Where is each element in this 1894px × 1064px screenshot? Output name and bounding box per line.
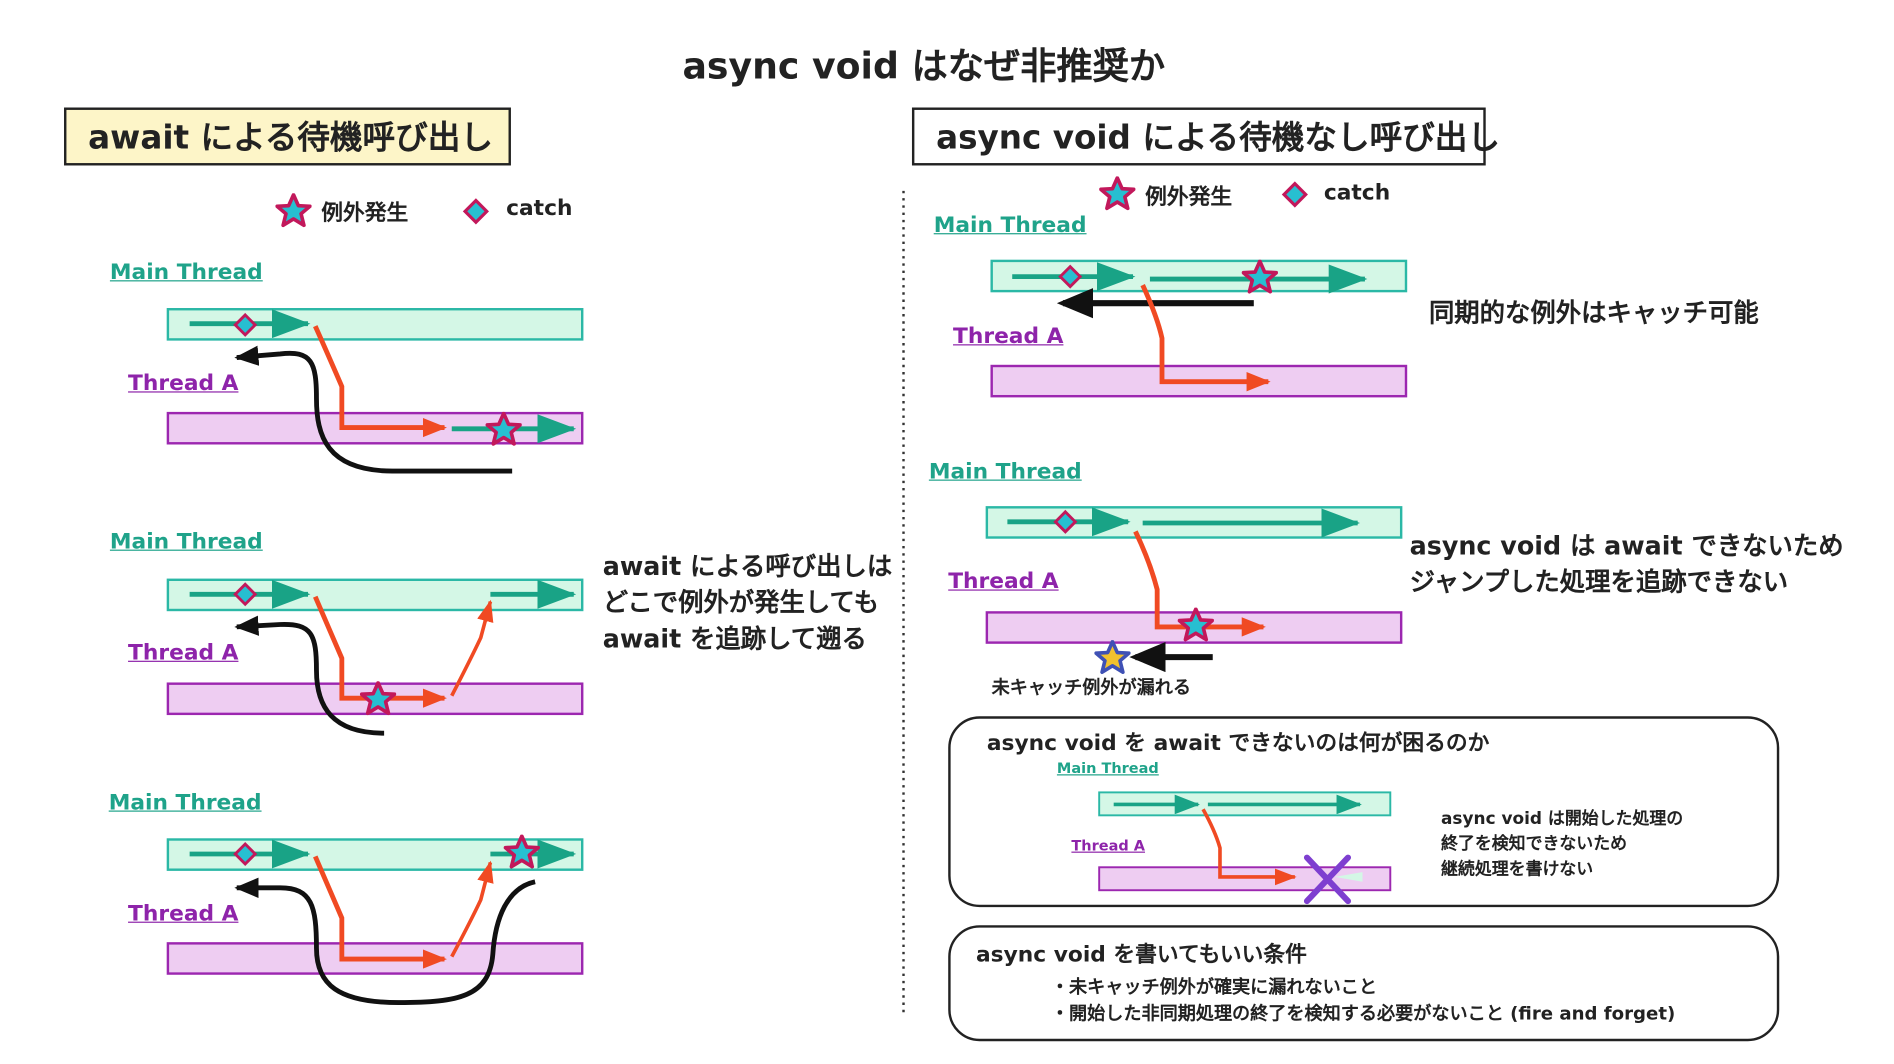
legend-catch-diamond-icon-right [1282, 182, 1308, 207]
legend-exception-label: 例外発生 [321, 200, 409, 226]
left3-main-thread-label: Main Thread [108, 789, 262, 816]
cross-mark-icon [1303, 854, 1352, 905]
panel-conditions-list: ・未キャッチ例外が確実に漏れないこと ・開始した非同期処理の終了を検知する必要が… [1051, 974, 1675, 1027]
panel-conditions-title: async void を書いてもいい条件 [975, 942, 1307, 968]
panel-problem-main-thread-label: Main Thread [1056, 759, 1159, 777]
panel1-diagram [1098, 791, 1392, 905]
legend-catch-label-right: catch [1323, 179, 1391, 206]
right2-thread-a-label: Thread A [948, 568, 1059, 595]
left-diagram-3 [166, 834, 584, 1005]
left2-main-thread-label: Main Thread [109, 529, 263, 555]
legend-exception-label-right: 例外発生 [1145, 184, 1233, 211]
panel-problem-note: async void は開始した処理の 終了を検知できないため 継続処理を書けな… [1441, 807, 1683, 883]
left1-thread-a-label: Thread A [128, 370, 239, 397]
left2-thread-a-label: Thread A [128, 640, 239, 666]
right-diagram-2 [985, 506, 1403, 675]
legend-exception-star-icon-right [1099, 176, 1136, 211]
right-heading: async void による待機なし呼び出し [911, 107, 1500, 166]
panel-problem-note-line: 継続処理を書けない [1441, 860, 1594, 880]
left-note: await による呼び出しは どこで例外が発生しても await を追跡して遡る [603, 548, 892, 657]
right-diagram-1 [990, 259, 1408, 398]
async-void-note-line: ジャンプした処理を追跡できない [1409, 567, 1789, 597]
uncaught-exception-label: 未キャッチ例外が漏れる [991, 676, 1192, 699]
left1-main-thread-label: Main Thread [109, 259, 263, 286]
condition-item: ・未キャッチ例外が確実に漏れないこと [1050, 975, 1378, 998]
left-note-line: await を追跡して遡る [602, 624, 867, 654]
panel-conditions [948, 925, 1780, 1042]
sync-exception-note: 同期的な例外はキャッチ可能 [1428, 298, 1759, 328]
panel-problem-note-line: 終了を検知できないため [1441, 834, 1628, 854]
async-void-note: async void は await できないため ジャンプした処理を追跡できな… [1410, 528, 1844, 600]
left-note-line: await による呼び出しは [602, 552, 893, 581]
legend-exception-star-icon [275, 193, 312, 228]
left-diagram-1 [166, 308, 584, 474]
right1-thread-a-label: Thread A [953, 323, 1064, 350]
panel-problem-thread-a-label: Thread A [1071, 837, 1146, 854]
panel-problem-title: async void を await できないのは何が困るのか [986, 730, 1490, 757]
panel-problem-note-line: async void は開始した処理の [1441, 809, 1684, 829]
left-diagram-2 [166, 578, 584, 736]
panel-problem [948, 716, 1780, 908]
right2-main-thread-label: Main Thread [928, 459, 1082, 485]
left3-thread-a-label: Thread A [128, 901, 239, 927]
async-void-note-line: async void は await できないため [1409, 531, 1844, 561]
right1-main-thread-label: Main Thread [933, 212, 1087, 238]
page-title: async void はなぜ非推奨か [682, 45, 1166, 89]
legend-catch-diamond-icon [463, 198, 489, 224]
left-note-line: どこで例外が発生しても [602, 588, 879, 618]
uncaught-star-icon [1094, 640, 1131, 675]
left-heading: await による待機呼び出し [64, 107, 511, 166]
condition-item: ・開始した非同期処理の終了を検知する必要がないこと (fire and forg… [1050, 1002, 1676, 1025]
legend-catch-label: catch [506, 195, 573, 222]
